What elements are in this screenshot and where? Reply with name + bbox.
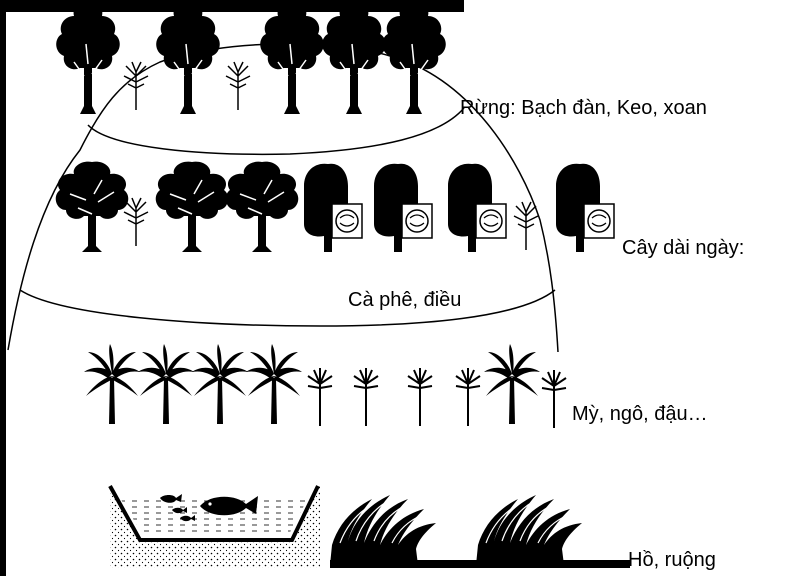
top-border-bar [0, 0, 464, 12]
perennial-row [56, 162, 614, 252]
sapling-icon [124, 62, 148, 110]
coffee-tree-icon [448, 164, 506, 252]
coffee-tree-icon [556, 164, 614, 252]
rice-field [330, 495, 630, 568]
cassava-plant-icon [354, 368, 378, 426]
forest-tree-icon [156, 0, 220, 114]
cassava-plant-icon [308, 368, 332, 426]
sapling-icon [514, 202, 538, 250]
sapling-icon [124, 198, 148, 246]
perennial-species-label: Cà phê, điều [348, 290, 461, 310]
perennial-label: Cây dài ngày: [622, 238, 744, 258]
forest-zone-boundary [88, 108, 464, 154]
perennial-tree-icon [156, 162, 229, 252]
banana-plant-icon [84, 344, 140, 424]
perennial-tree-icon [56, 162, 129, 252]
forest-tree-icon [260, 0, 324, 114]
pond-field-label: Hồ, ruộng [628, 550, 716, 570]
rice-field-icon [330, 495, 436, 565]
perennial-zone-boundary [20, 290, 555, 326]
forest-tree-icon [322, 0, 386, 114]
forest-label: Rừng: Bạch đàn, Keo, xoan [460, 98, 707, 118]
forest-tree-icon [56, 0, 120, 114]
sapling-icon [226, 62, 250, 110]
banana-plant-icon [192, 344, 248, 424]
perennial-tree-icon [226, 162, 299, 252]
forest-tree-icon [382, 0, 446, 114]
banana-plant-icon [246, 344, 302, 424]
rice-field-icon [476, 495, 582, 565]
coffee-tree-icon [304, 164, 362, 252]
cassava-plant-icon [408, 368, 432, 426]
banana-plant-icon [138, 344, 194, 424]
forest-row [56, 0, 446, 114]
annual-crops-label: Mỳ, ngô, đậu… [572, 404, 708, 424]
cassava-plant-icon [542, 370, 566, 428]
coffee-tree-icon [374, 164, 432, 252]
left-border-bar [0, 0, 6, 576]
cassava-plant-icon [456, 368, 480, 426]
banana-plant-icon [484, 344, 540, 424]
annual-row [84, 344, 566, 428]
